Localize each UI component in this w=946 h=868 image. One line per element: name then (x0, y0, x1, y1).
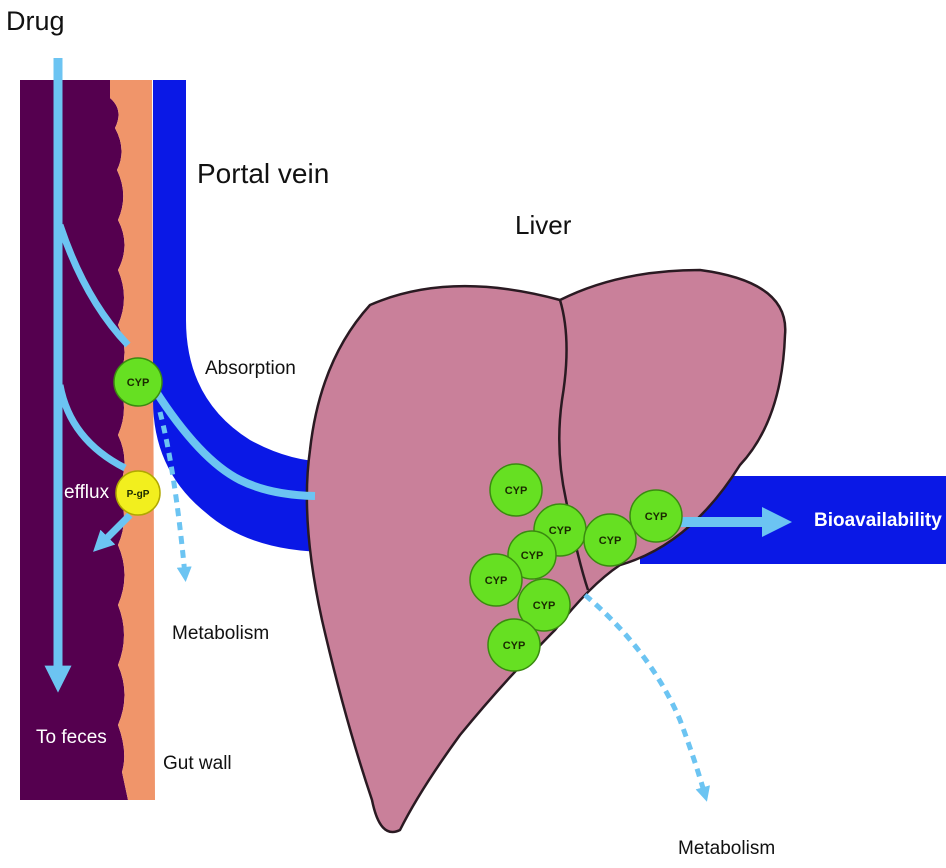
svg-text:CYP: CYP (549, 525, 572, 537)
cyp-enzyme-liver: CYP (630, 490, 682, 542)
svg-text:CYP: CYP (645, 511, 668, 523)
efflux-label: efflux (64, 482, 109, 504)
liver-label: Liver (515, 210, 571, 241)
svg-text:CYP: CYP (599, 535, 622, 547)
svg-text:CYP: CYP (503, 640, 526, 652)
liver-metabolism-label: Metabolism (678, 838, 775, 860)
svg-text:CYP: CYP (533, 600, 556, 612)
drug-label: Drug (6, 6, 65, 37)
absorption-label: Absorption (205, 358, 296, 380)
svg-text:CYP: CYP (505, 485, 528, 497)
liver-metabolism-arrow (585, 595, 705, 795)
cyp-enzyme-gut: CYP (114, 358, 162, 406)
gut-wall-label: Gut wall (163, 753, 232, 775)
svg-text:CYP: CYP (521, 550, 544, 562)
gut-metabolism-label: Metabolism (172, 623, 269, 645)
svg-text:CYP: CYP (485, 575, 508, 587)
cyp-enzyme-liver: CYP (490, 464, 542, 516)
cyp-enzyme-liver: CYP (470, 554, 522, 606)
to-feces-label: To feces (36, 727, 107, 749)
intestinal-lumen (20, 80, 128, 800)
pgp-transporter: P-gP (116, 471, 160, 515)
cyp-enzyme-liver: CYP (584, 514, 636, 566)
portal-vein-label: Portal vein (197, 158, 329, 190)
svg-text:P-gP: P-gP (127, 489, 150, 500)
bioavailability-label: Bioavailability (814, 510, 942, 532)
cyp-enzyme-liver: CYP (488, 619, 540, 671)
svg-text:CYP: CYP (127, 377, 150, 389)
